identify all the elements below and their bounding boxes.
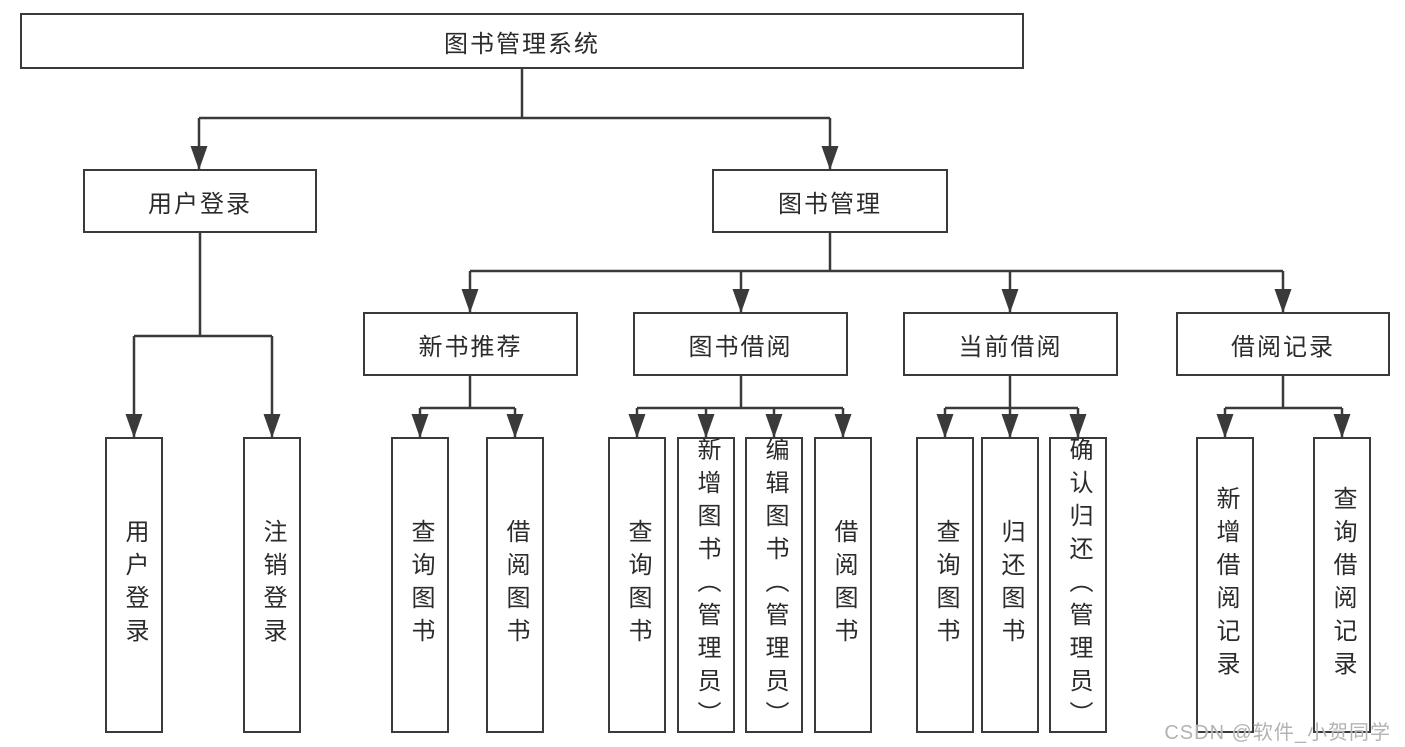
leaf-logout: 注销登录 [243, 437, 301, 733]
node-label: 图书管理系统 [444, 30, 600, 58]
node-label: 借阅记录 [1231, 333, 1335, 361]
node-new-book-recommendation: 新书推荐 [363, 312, 578, 376]
leaf-label: 编辑图书（管理员） [761, 436, 788, 734]
leaf-query-borrowing-record: 查询借阅记录 [1313, 437, 1371, 733]
node-label: 图书借阅 [688, 333, 793, 361]
node-label: 新书推荐 [418, 333, 523, 361]
node-borrowing-records: 借阅记录 [1176, 312, 1390, 376]
node-label: 当前借阅 [958, 333, 1063, 361]
leaf-label: 借阅图书 [502, 519, 529, 651]
leaf-query-books: 查询图书 [391, 437, 449, 733]
leaf-label: 用户登录 [121, 519, 148, 651]
leaf-label: 借阅图书 [830, 519, 857, 651]
leaf-user-login: 用户登录 [105, 437, 163, 733]
leaf-add-book-admin: 新增图书（管理员） [677, 436, 735, 734]
leaf-label: 归还图书 [997, 519, 1024, 651]
leaf-edit-book-admin: 编辑图书（管理员） [745, 436, 803, 734]
leaf-query-books: 查询图书 [916, 437, 974, 733]
node-current-borrowing: 当前借阅 [903, 312, 1118, 376]
node-book-borrowing: 图书借阅 [633, 312, 848, 376]
leaf-borrow-books: 借阅图书 [814, 437, 872, 733]
leaf-label: 确认归还（管理员） [1065, 436, 1092, 734]
leaf-label: 查询图书 [624, 519, 651, 651]
leaf-label: 查询借阅记录 [1329, 486, 1356, 684]
node-label: 图书管理 [778, 190, 882, 218]
leaf-label: 查询图书 [932, 519, 959, 651]
node-label: 用户登录 [148, 190, 252, 218]
leaf-label: 注销登录 [259, 519, 286, 651]
leaf-borrow-books: 借阅图书 [486, 437, 544, 733]
node-book-management: 图书管理 [712, 169, 948, 233]
node-user-login: 用户登录 [83, 169, 317, 233]
leaf-label: 查询图书 [407, 519, 434, 651]
leaf-label: 新增图书（管理员） [693, 436, 720, 734]
csdn-watermark: CSDN @软件_小贺同学 [1164, 722, 1391, 744]
leaf-add-borrowing-record: 新增借阅记录 [1196, 437, 1254, 733]
node-library-management-system: 图书管理系统 [20, 13, 1024, 69]
leaf-return-books: 归还图书 [981, 437, 1039, 733]
leaf-label: 新增借阅记录 [1212, 486, 1239, 684]
leaf-confirm-return-admin: 确认归还（管理员） [1049, 436, 1107, 734]
leaf-query-books: 查询图书 [608, 437, 666, 733]
